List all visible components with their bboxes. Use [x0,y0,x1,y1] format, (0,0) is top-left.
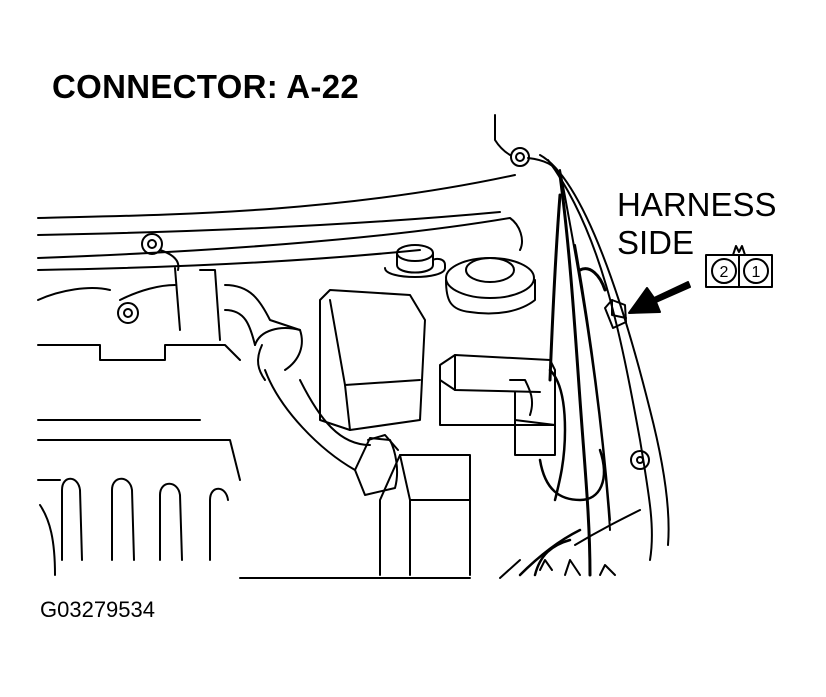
intake-runners [39,477,229,576]
relay-box [439,354,556,456]
hood-outline [37,174,523,271]
harness-label-line2: SIDE [617,224,695,261]
battery [379,454,471,576]
air-box [319,289,426,431]
wire-harness [548,173,607,577]
fender-edge [539,154,670,561]
engine-cover [37,267,241,481]
ground-stud-right [630,450,650,470]
connector-face-diagram: 2 1 [705,245,773,288]
figure-id: G03279534 [40,597,155,622]
harness-bundle-bottom [539,509,641,576]
reservoir-cap-small [384,244,446,278]
pin-1-label: 1 [752,264,761,281]
wire-branch [518,368,606,577]
harness-label-line1: HARNESS [617,186,777,223]
harness-side-label: HARNESS SIDE [617,186,777,262]
pin-2-label: 2 [720,264,729,281]
drawing-bottom-edge [239,559,521,579]
ground-stud-left [141,233,180,271]
ground-stud-left-lower [117,284,176,324]
ground-stud-top [494,114,561,176]
intake-hose [224,284,399,496]
reservoir-cap-large [445,257,536,315]
connector-a22 [604,299,627,329]
connector-title: CONNECTOR: A-22 [52,68,360,105]
pointer-arrow [628,281,691,314]
